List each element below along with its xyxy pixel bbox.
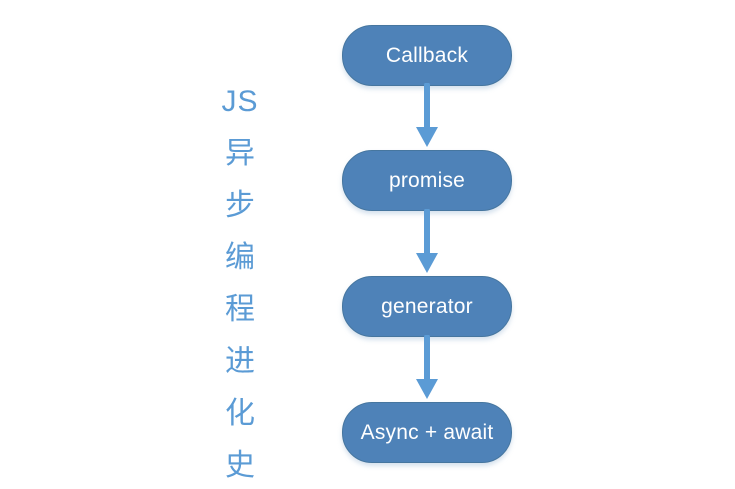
title-char-js: JS [221,85,259,118]
title-char-yi: 异 [225,137,255,170]
flow-node-generator[interactable]: generator [342,276,512,337]
down-arrow-icon [416,208,438,273]
down-arrow-icon [416,82,438,147]
title-char-bian: 编 [225,241,255,274]
vertical-title: JS 异 步 编 程 进 化 史 [210,76,270,489]
flow-node-label: promise [388,169,466,192]
title-char-jin: 进 [225,345,255,378]
title-char-bu: 步 [225,189,255,222]
flow-node-async-await[interactable]: Async + await [342,402,512,463]
flow-node-callback[interactable]: Callback [342,25,512,86]
flow-node-label: Async + await [360,421,494,444]
arrow-promise-to-generator [411,208,443,275]
title-char-cheng: 程 [225,293,255,326]
title-char-hua: 化 [225,397,255,430]
flow-node-label: generator [381,295,473,318]
arrow-generator-to-async [411,334,443,401]
flow-node-promise[interactable]: promise [342,150,512,211]
title-char-shi: 史 [225,449,255,482]
arrow-callback-to-promise [411,82,443,149]
flow-node-label: Callback [385,44,469,67]
down-arrow-icon [416,334,438,399]
